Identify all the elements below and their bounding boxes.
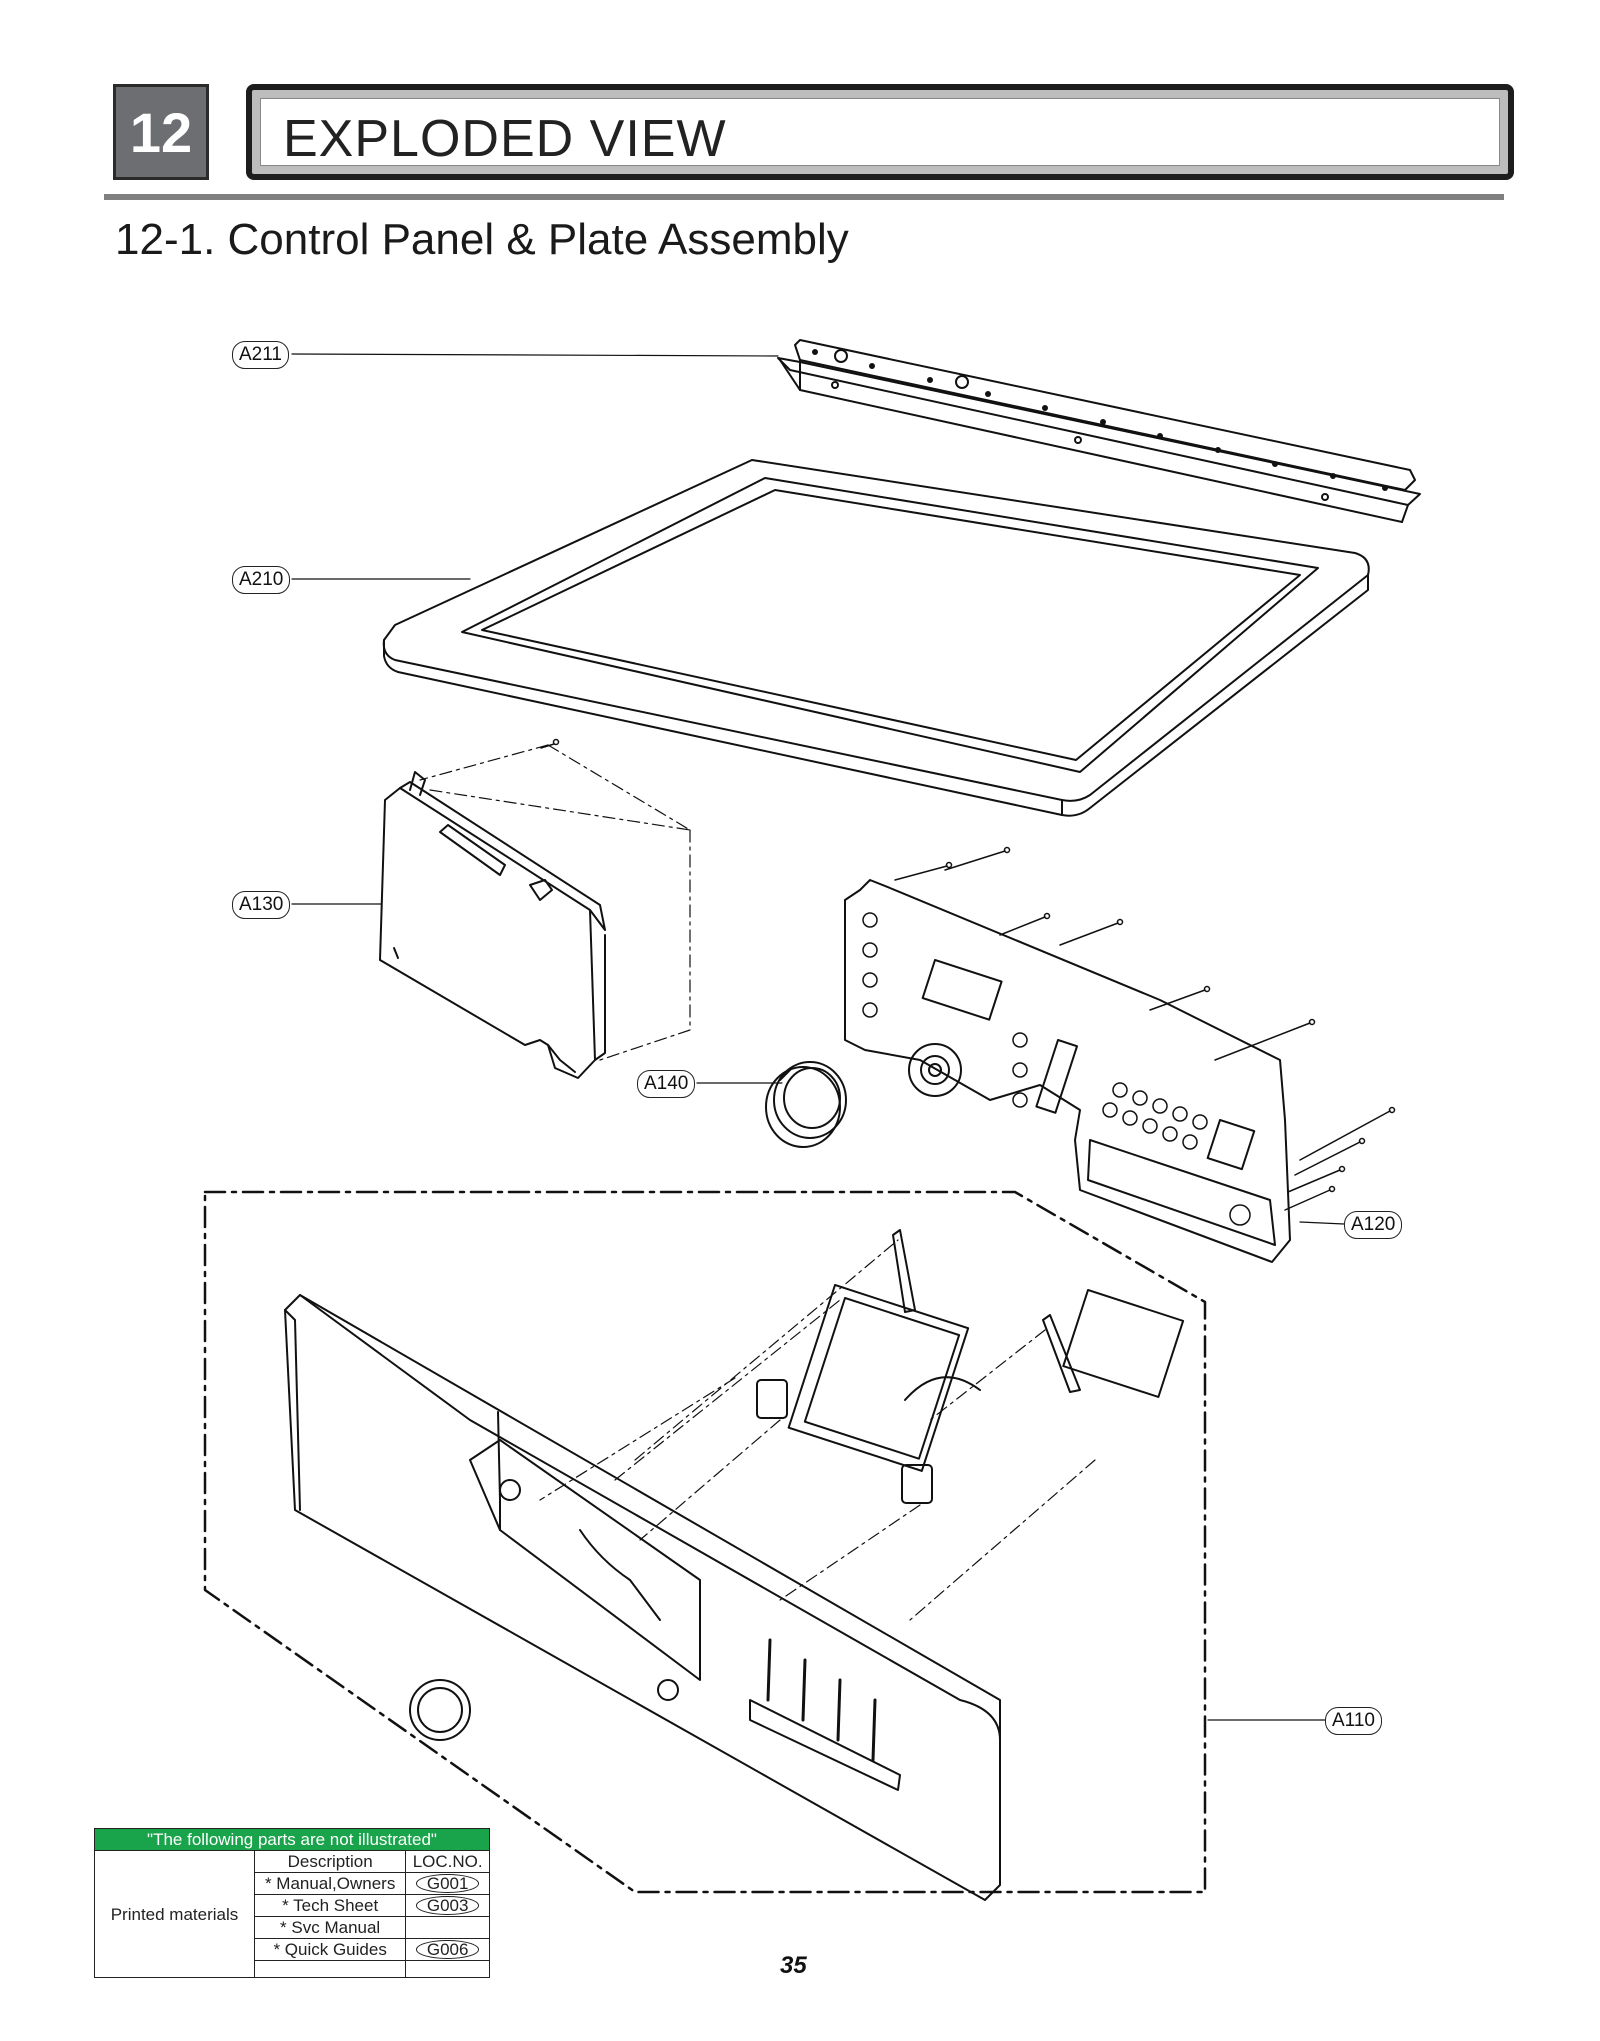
table-row: * Svc Manual bbox=[95, 1916, 490, 1939]
category-label: Printed materials bbox=[110, 1904, 239, 1924]
row-loc-cell bbox=[405, 1916, 490, 1939]
row-loc: G001 bbox=[415, 1874, 480, 1893]
row-loc: G006 bbox=[415, 1940, 480, 1959]
chapter-number-badge: 12 bbox=[113, 84, 209, 180]
row-loc: G003 bbox=[415, 1896, 480, 1915]
header-rule bbox=[104, 194, 1504, 200]
empty-cell bbox=[253, 1960, 407, 1978]
a130-screw bbox=[540, 738, 560, 749]
section-title: 12-1. Control Panel & Plate Assembly bbox=[115, 215, 849, 264]
part-a210-top-plate bbox=[382, 459, 1370, 817]
pcb-screws bbox=[894, 846, 1396, 1211]
chapter-title-frame: EXPLODED VIEW bbox=[246, 84, 1514, 180]
row-description: * Manual,Owners bbox=[253, 1872, 407, 1895]
chapter-title: EXPLODED VIEW bbox=[283, 110, 727, 168]
col-description: Description bbox=[253, 1850, 407, 1873]
callout-a110: A110 bbox=[1325, 1707, 1382, 1735]
row-loc-cell: G001 bbox=[405, 1872, 490, 1895]
row-description: * Svc Manual bbox=[253, 1916, 407, 1939]
chapter-number: 12 bbox=[129, 100, 193, 164]
not-illustrated-table: "The following parts are not illustrated… bbox=[94, 1828, 490, 1978]
row-loc-cell: G003 bbox=[405, 1894, 490, 1917]
callout-a211: A211 bbox=[232, 341, 289, 369]
chapter-title-inner: EXPLODED VIEW bbox=[260, 98, 1500, 168]
table-row-empty bbox=[95, 1960, 490, 1978]
row-description: * Quick Guides bbox=[253, 1938, 407, 1961]
leader-lines bbox=[291, 353, 1345, 1721]
category-cell: Printed materials bbox=[94, 1850, 255, 1978]
empty-cell bbox=[405, 1960, 490, 1978]
part-a211-rail bbox=[777, 339, 1421, 523]
part-a120-pcb bbox=[844, 846, 1396, 1263]
a130-guide-lines bbox=[419, 744, 691, 1061]
col-loc: LOC.NO. bbox=[405, 1850, 490, 1873]
callout-a210: A210 bbox=[232, 566, 291, 594]
callout-a140: A140 bbox=[637, 1070, 696, 1098]
a110-boundary bbox=[203, 1190, 1207, 1894]
part-a130-cover bbox=[379, 771, 606, 1079]
page-number: 35 bbox=[780, 1952, 807, 1979]
table-row: * Quick Guides G006 bbox=[95, 1938, 490, 1961]
callout-a130: A130 bbox=[232, 891, 291, 919]
a110-guide-lines bbox=[539, 1239, 1096, 1621]
part-a110-control-panel bbox=[284, 1294, 1001, 1901]
part-a140-knob bbox=[765, 1061, 847, 1148]
not-illustrated-header: "The following parts are not illustrated… bbox=[94, 1828, 490, 1851]
a110-subparts bbox=[756, 1229, 1185, 1504]
row-loc-cell: G006 bbox=[405, 1938, 490, 1961]
callout-a120: A120 bbox=[1344, 1211, 1403, 1239]
table-row: * Manual,Owners G001 bbox=[95, 1872, 490, 1895]
row-description: * Tech Sheet bbox=[253, 1894, 407, 1917]
